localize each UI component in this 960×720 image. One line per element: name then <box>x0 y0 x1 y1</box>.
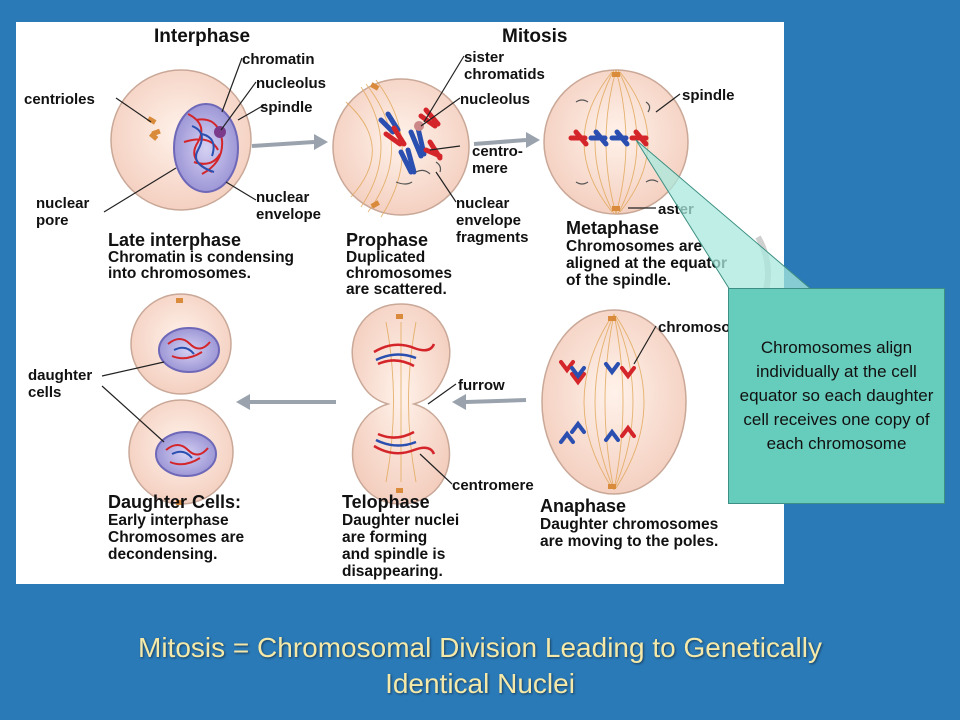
arrow-left-icon <box>452 394 527 410</box>
centriole-icon <box>176 500 183 505</box>
label-furrow: furrow <box>458 377 505 394</box>
heading-mitosis: Mitosis <box>502 26 567 47</box>
callout-text: Chromosomes align individually at the ce… <box>739 338 934 453</box>
arrow-left-icon <box>236 394 336 410</box>
stage-title-prophase: Prophase <box>346 230 428 250</box>
stage-title-metaphase: Metaphase <box>566 218 659 238</box>
mitosis-diagram: Interphase Mitosis chromatin nucleolus s… <box>16 22 784 584</box>
centriole-icon <box>370 82 380 209</box>
diagram-canvas: Interphase Mitosis chromatin nucleolus s… <box>24 26 771 580</box>
stage-caption-late-interphase: Chromatin is condensing into chromosomes… <box>108 249 298 282</box>
label-nucleolus: nucleolus <box>256 75 326 92</box>
cell-daughter-bottom <box>128 399 234 505</box>
stage-caption-daughter-cells: Early interphase Chromosomes are deconde… <box>108 512 248 563</box>
label-spindle: spindle <box>260 99 313 116</box>
centriole-icon <box>608 316 616 489</box>
stage-caption-anaphase: Daughter chromosomes are moving to the p… <box>540 516 723 550</box>
label-centrioles: centrioles <box>24 91 95 108</box>
centriole-icon <box>147 116 161 141</box>
cell-telophase <box>351 303 451 505</box>
cell-anaphase <box>541 309 687 495</box>
slide-title-line-2: Identical Nuclei <box>385 668 575 699</box>
cell-daughter-top <box>130 293 232 395</box>
heading-interphase: Interphase <box>154 26 250 47</box>
label-centromere-split: centro- mere <box>472 143 527 177</box>
cell-metaphase <box>543 69 689 215</box>
label-nucleolus-prophase: nucleolus <box>460 91 530 108</box>
stage-title-daughter-cells: Daughter Cells: <box>108 492 241 512</box>
centriole-icon <box>396 314 403 493</box>
stage-title-late-interphase: Late interphase <box>108 230 241 250</box>
label-nuclear-pore: nuclear pore <box>36 195 94 229</box>
label-centromere: centromere <box>452 477 534 494</box>
label-sister-chromatids: sister chromatids <box>464 49 545 83</box>
callout-box: Chromosomes align individually at the ce… <box>728 288 945 504</box>
stage-title-telophase: Telophase <box>342 492 430 512</box>
stage-caption-prophase: Duplicated chromosomes are scattered. <box>346 249 456 298</box>
arrow-right-icon <box>251 134 328 150</box>
slide-title: Mitosis = Chromosomal Division Leading t… <box>60 630 900 702</box>
label-daughter-cells: daughter cells <box>28 367 96 401</box>
stage-caption-metaphase: Chromosomes are aligned at the equator o… <box>566 238 731 289</box>
centriole-icon <box>176 298 183 303</box>
label-chromatin: chromatin <box>242 51 315 68</box>
label-aster: aster <box>658 201 694 218</box>
label-nuclear-envelope-fragments: nuclear envelope fragments <box>456 195 529 246</box>
slide-title-line-1: Mitosis = Chromosomal Division Leading t… <box>138 632 822 663</box>
label-spindle-metaphase: spindle <box>682 87 735 104</box>
cell-late-interphase <box>110 69 252 211</box>
label-nuclear-envelope: nuclear envelope <box>256 189 321 223</box>
stage-caption-telophase: Daughter nuclei are forming and spindle … <box>342 512 463 580</box>
cell-prophase <box>332 78 470 218</box>
stage-title-anaphase: Anaphase <box>540 496 626 516</box>
arrow-right-icon <box>473 132 540 148</box>
centriole-icon <box>612 72 620 211</box>
